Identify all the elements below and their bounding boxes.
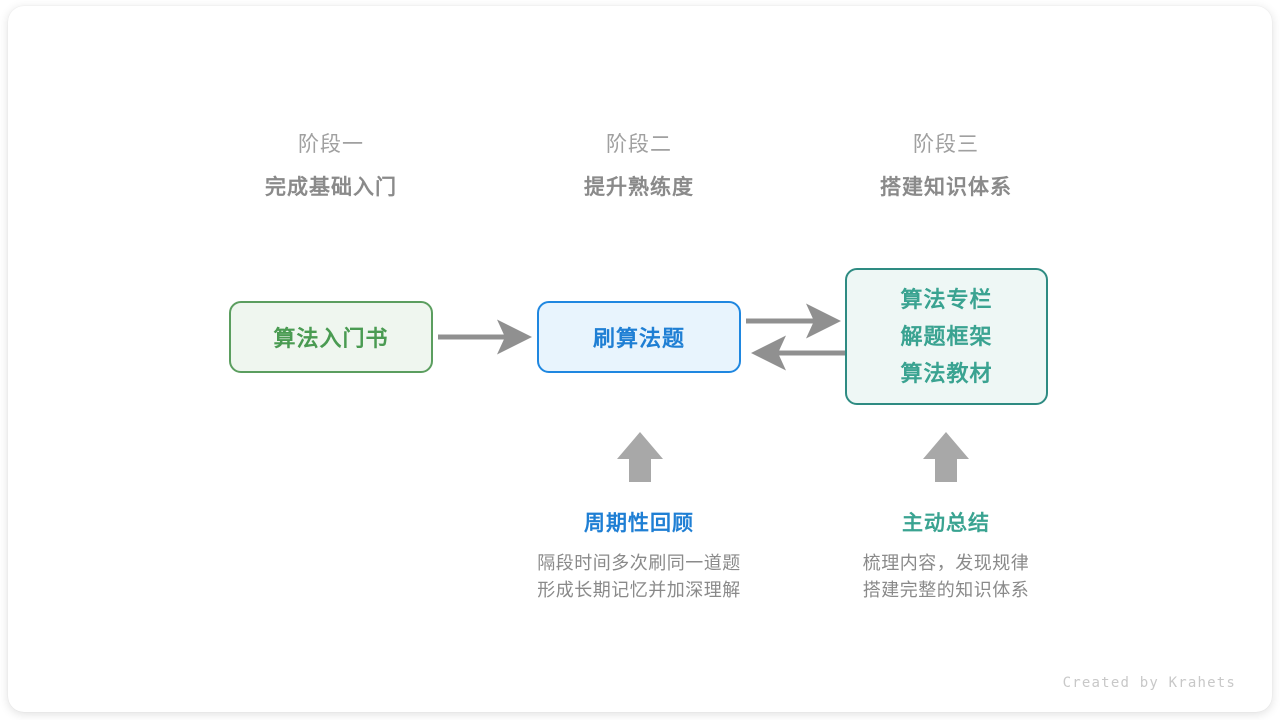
node-practice-problems[interactable]: 刷算法题 <box>537 301 741 373</box>
method-desc-review-line-2: 形成长期记忆并加深理解 <box>537 580 741 600</box>
stage-title-3: 搭建知识体系 <box>880 176 1012 199</box>
method-title-summary: 主动总结 <box>902 512 990 535</box>
stage-title-1: 完成基础入门 <box>265 176 397 199</box>
node-label-system-line-1: 算法专栏 <box>900 287 993 312</box>
node-knowledge-system[interactable]: 算法专栏 解题框架 算法教材 <box>845 268 1048 405</box>
method-desc-summary-line-1: 梳理内容，发现规律 <box>862 553 1030 573</box>
method-desc-summary-line-2: 搭建完整的知识体系 <box>862 580 1030 600</box>
node-label-system-line-3: 算法教材 <box>900 361 993 386</box>
node-label-system-line-2: 解题框架 <box>900 324 993 349</box>
stage-title-2: 提升熟练度 <box>584 176 694 199</box>
node-algorithm-intro-book[interactable]: 算法入门书 <box>229 301 433 373</box>
stage-number-1: 阶段一 <box>298 133 364 156</box>
node-label-book: 算法入门书 <box>273 326 389 351</box>
method-active-summary: 主动总结 梳理内容，发现规律 搭建完整的知识体系 <box>816 510 1076 604</box>
node-label-practice: 刷算法题 <box>592 326 685 351</box>
stage-header-2: 阶段二 提升熟练度 <box>519 130 759 204</box>
method-title-review: 周期性回顾 <box>584 512 694 535</box>
stage-number-2: 阶段二 <box>606 133 672 156</box>
method-periodic-review: 周期性回顾 隔段时间多次刷同一道题 形成长期记忆并加深理解 <box>509 510 769 604</box>
stage-header-3: 阶段三 搭建知识体系 <box>826 130 1066 204</box>
method-desc-review-line-1: 隔段时间多次刷同一道题 <box>537 553 741 573</box>
credit-text: Created by Krahets <box>1062 675 1236 691</box>
stage-header-1: 阶段一 完成基础入门 <box>211 130 451 204</box>
arrow-up-review <box>617 432 663 482</box>
arrow-up-summary <box>923 432 969 482</box>
stage-number-3: 阶段三 <box>913 133 979 156</box>
